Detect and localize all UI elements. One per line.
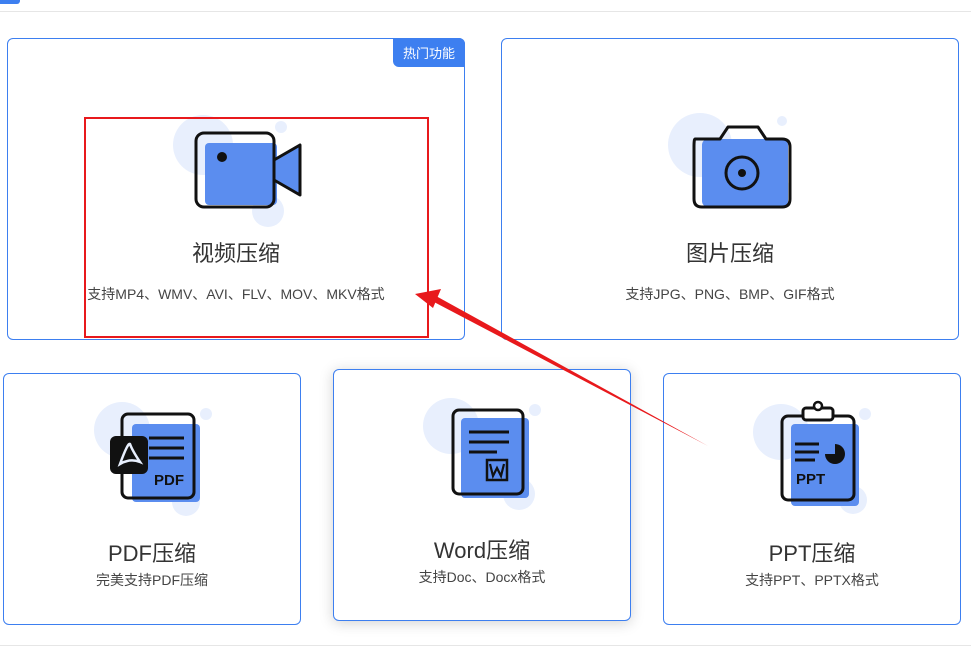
pdf-file-icon: PDF: [94, 402, 212, 516]
pdf-compress-title: PDF压缩: [107, 541, 196, 566]
pdf-compress-desc: 完美支持PDF压缩: [96, 572, 208, 588]
word-compress-desc: 支持Doc、Docx格式: [418, 569, 546, 585]
ppt-compress-card[interactable]: PPT PPT压缩 支持PPT、PPTX格式: [663, 373, 961, 625]
image-compress-title: 图片压缩: [685, 241, 774, 266]
video-camera-icon: [173, 115, 302, 227]
footer-divider: [0, 645, 971, 646]
annotation-highlight-box: [84, 117, 429, 338]
active-tab-indicator: [0, 0, 20, 4]
word-compress-card[interactable]: Word压缩 支持Doc、Docx格式: [333, 369, 631, 621]
image-compress-desc: 支持JPG、PNG、BMP、GIF格式: [625, 286, 835, 302]
header-divider: [0, 11, 971, 12]
ppt-clipboard-icon: PPT: [753, 400, 871, 514]
video-compress-card[interactable]: 热门功能 视频压缩 支持MP4、WMV、AVI、FLV、MOV、MKV格式: [7, 38, 465, 340]
ppt-icon-label: PPT: [796, 471, 825, 488]
word-file-icon: [423, 398, 541, 510]
video-compress-desc: 支持MP4、WMV、AVI、FLV、MOV、MKV格式: [87, 286, 385, 302]
video-compress-title: 视频压缩: [191, 241, 280, 266]
camera-icon: [668, 113, 792, 209]
ppt-compress-title: PPT压缩: [768, 541, 856, 566]
word-compress-title: Word压缩: [433, 538, 531, 563]
pdf-compress-card[interactable]: PDF PDF压缩 完美支持PDF压缩: [3, 373, 301, 625]
pdf-icon-label: PDF: [154, 472, 184, 489]
ppt-compress-desc: 支持PPT、PPTX格式: [745, 572, 879, 588]
hot-feature-badge: 热门功能: [392, 38, 465, 67]
image-compress-card[interactable]: 图片压缩 支持JPG、PNG、BMP、GIF格式: [501, 38, 959, 340]
